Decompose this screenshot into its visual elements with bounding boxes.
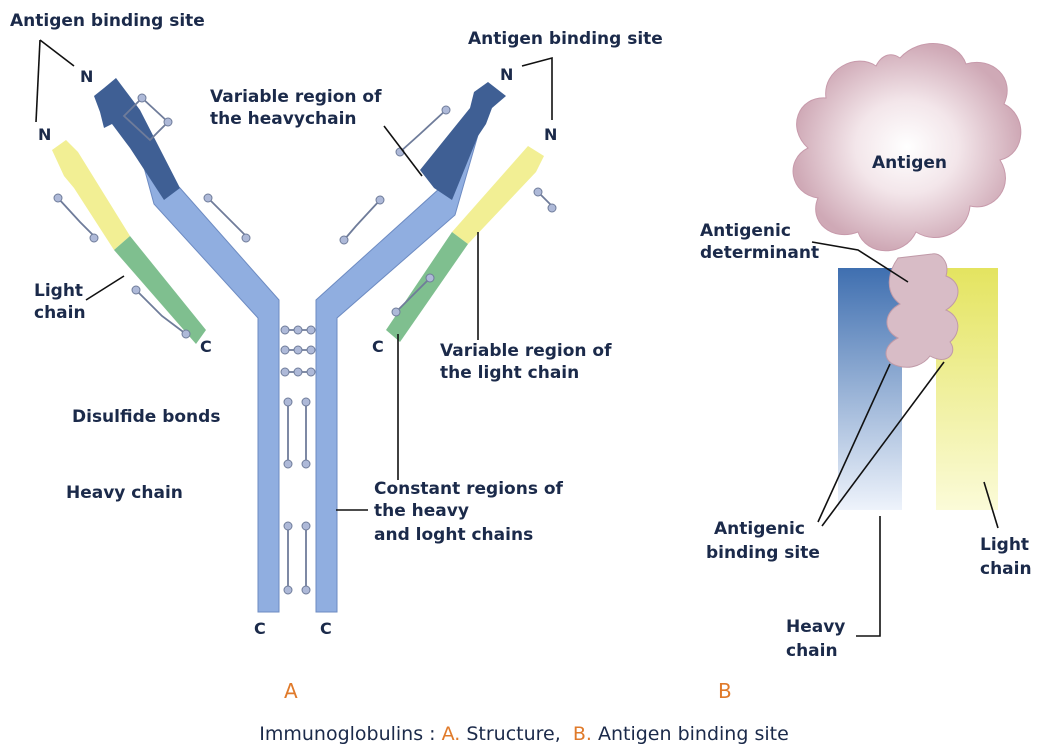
disulfide-bonds-hinge — [281, 326, 315, 376]
heavy-chain-label: Heavy chain — [66, 483, 183, 503]
left-light-chain-constant — [114, 236, 206, 344]
constant-regions-label-line1: Constant regions of — [374, 479, 564, 499]
antigen-binding-site-right-label: Antigen binding site — [468, 29, 663, 49]
terminal-c-left-light: C — [200, 337, 212, 356]
caption-b-letter: B. — [573, 723, 592, 745]
antigen-blob — [793, 44, 1021, 251]
panel-b-letter: B — [718, 679, 732, 703]
caption-a-letter: A. — [442, 723, 461, 745]
terminal-c-left-heavy: C — [254, 619, 266, 638]
antigenic-binding-site-label-line1: Antigenic — [714, 519, 805, 539]
variable-light-label-line2: the light chain — [440, 363, 579, 383]
left-heavy-chain-constant — [142, 160, 279, 612]
heavy-chain-b-label-line1: Heavy — [786, 617, 845, 637]
variable-heavy-label-line2: the heavychain — [210, 109, 357, 129]
antigenic-binding-site-label-line2: binding site — [706, 543, 820, 563]
disulfide-bonds-label: Disulfide bonds — [72, 407, 220, 427]
figure-caption: Immunoglobulins : A. Structure, B. Antig… — [259, 723, 789, 745]
leader-binding-left — [36, 40, 40, 122]
leader-binding-right — [522, 58, 552, 120]
variable-heavy-label-line1: Variable region of — [210, 87, 382, 107]
antigen-label: Antigen — [872, 153, 947, 173]
leader-binding-left-n — [40, 40, 74, 66]
left-heavy-chain-variable — [94, 78, 180, 200]
terminal-n-right-heavy: N — [500, 65, 513, 84]
leader-heavy-chain-b — [856, 516, 880, 636]
light-chain-b-label-line1: Light — [980, 535, 1029, 555]
terminal-c-right-light: C — [372, 337, 384, 356]
terminal-n-right-light: N — [544, 125, 557, 144]
caption-b-text: Antigen binding site — [592, 723, 789, 745]
constant-regions-label-line2: the heavy — [374, 501, 469, 521]
light-chain-b-label-line2: chain — [980, 559, 1032, 579]
leader-variable-heavy — [384, 126, 422, 176]
antigenic-determinant-label-line1: Antigenic — [700, 221, 791, 241]
antigenic-determinant-label-line2: determinant — [700, 243, 819, 263]
terminal-c-right-heavy: C — [320, 619, 332, 638]
caption-a-text: Structure, — [460, 723, 573, 745]
caption-prefix: Immunoglobulins : — [259, 723, 441, 745]
variable-light-label-line1: Variable region of — [440, 341, 612, 361]
antigenic-determinant-shape — [886, 254, 958, 368]
heavy-chain-block — [838, 268, 902, 510]
constant-regions-label-line3: and loght chains — [374, 525, 533, 545]
panel-a-letter: A — [284, 679, 298, 703]
leader-light-chain-left — [86, 276, 124, 300]
heavy-chain-b-label-line2: chain — [786, 641, 838, 661]
antigen-binding-site-left-label: Antigen binding site — [10, 11, 205, 31]
light-chain-label-line1: Light — [34, 281, 83, 301]
light-chain-label-line2: chain — [34, 303, 86, 323]
terminal-n-left-heavy: N — [80, 67, 93, 86]
intrachain-bonds-stem — [284, 398, 310, 594]
terminal-n-left-light: N — [38, 125, 51, 144]
